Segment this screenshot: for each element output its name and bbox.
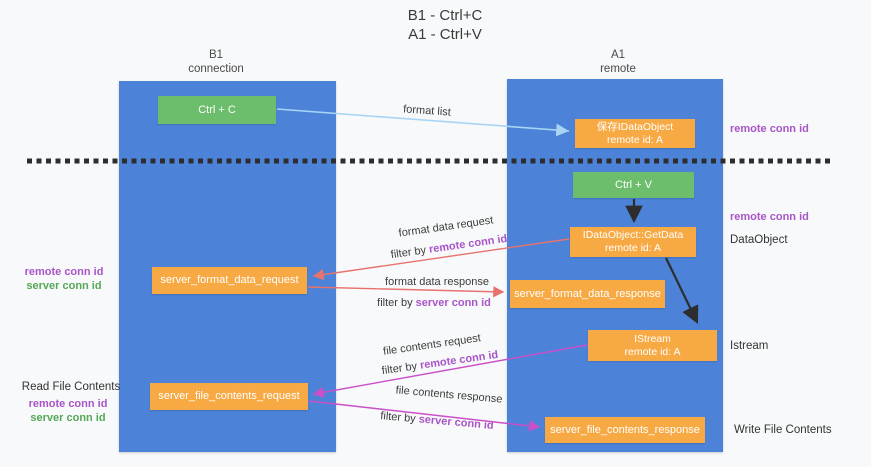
title-line-1: B1 - Ctrl+C: [407, 7, 483, 24]
server-format-data-request-label: server_format_data_request: [160, 274, 299, 286]
istream-box: IStream remote id: A: [588, 330, 717, 361]
file-contents-response-label: file contents response: [395, 384, 503, 406]
remote-conn-id-key-1: remote conn id: [428, 232, 508, 256]
filter-prefix-4: filter by: [379, 410, 420, 426]
write-file-contents-label: Write File Contents: [734, 424, 832, 436]
remote-conn-id-left-1: remote conn id: [24, 266, 104, 278]
format-list-label: format list: [402, 103, 452, 119]
dataobject-label: DataObject: [730, 234, 788, 246]
remote-conn-id-right-mid: remote conn id: [730, 211, 809, 223]
ctrl-c-label: Ctrl + C: [198, 104, 236, 116]
column-b1-role: connection: [188, 63, 244, 75]
conn-id-left-block-2: remote conn id server conn id: [16, 397, 120, 425]
filter-prefix-1: filter by: [390, 243, 430, 262]
server-file-contents-response-label: server_file_contents_response: [550, 423, 700, 436]
getdata-line2: remote id: A: [604, 242, 662, 254]
server-format-data-request-box: server_format_data_request: [152, 267, 307, 294]
filter-by-server-conn-id-label-1: filter by server conn id: [377, 297, 491, 309]
save-dataobject-box: 保存IDataObject remote id: A: [575, 119, 695, 148]
server-conn-id-key-2: server conn id: [418, 413, 495, 432]
filter-prefix-3: filter by: [381, 359, 421, 378]
istream-side-label: Istream: [730, 340, 769, 352]
server-conn-id-key-1: server conn id: [415, 297, 491, 309]
title-line-2: A1 - Ctrl+V: [408, 26, 482, 43]
ctrl-v-box: Ctrl + V: [573, 172, 694, 198]
save-dataobject-line2: remote id: A: [606, 133, 664, 146]
filter-by-server-conn-id-label-2: filter by server conn id: [380, 410, 494, 432]
ctrl-c-box: Ctrl + C: [158, 96, 276, 124]
getdata-line1: IDataObject::GetData: [582, 229, 684, 241]
column-header-a1: A1 remote: [548, 48, 688, 76]
save-dataobject-line1: 保存IDataObject: [596, 120, 674, 133]
ctrl-v-label: Ctrl + V: [615, 179, 652, 191]
conn-id-left-block-1: remote conn id server conn id: [12, 265, 116, 293]
remote-conn-id-key-2: remote conn id: [419, 348, 499, 372]
column-a1-name: A1: [610, 49, 626, 61]
server-file-contents-request-box: server_file_contents_request: [150, 383, 308, 410]
diagram-title: B1 - Ctrl+C A1 - Ctrl+V: [325, 6, 565, 44]
idataobject-getdata-box: IDataObject::GetData remote id: A: [570, 227, 696, 257]
format-data-response-label: format data response: [385, 276, 489, 288]
read-file-contents-label: Read File Contents: [21, 381, 121, 393]
server-file-contents-response-box: server_file_contents_response: [545, 417, 705, 443]
istream-line1: IStream: [634, 332, 671, 345]
column-header-b1: B1 connection: [146, 48, 286, 76]
server-format-data-response-box: server_format_data_response: [510, 280, 665, 308]
remote-conn-id-left-2: remote conn id: [28, 398, 108, 410]
istream-line2: remote id: A: [624, 345, 681, 358]
column-a1-role: remote: [600, 63, 636, 75]
remote-conn-id-right-top: remote conn id: [730, 123, 809, 135]
server-file-contents-request-label: server_file_contents_request: [158, 390, 300, 402]
server-conn-id-left-1: server conn id: [26, 280, 102, 292]
server-conn-id-left-2: server conn id: [30, 412, 106, 424]
filter-prefix-2: filter by: [377, 297, 416, 309]
column-b1-name: B1: [208, 49, 224, 61]
server-format-data-response-label: server_format_data_response: [514, 287, 661, 300]
